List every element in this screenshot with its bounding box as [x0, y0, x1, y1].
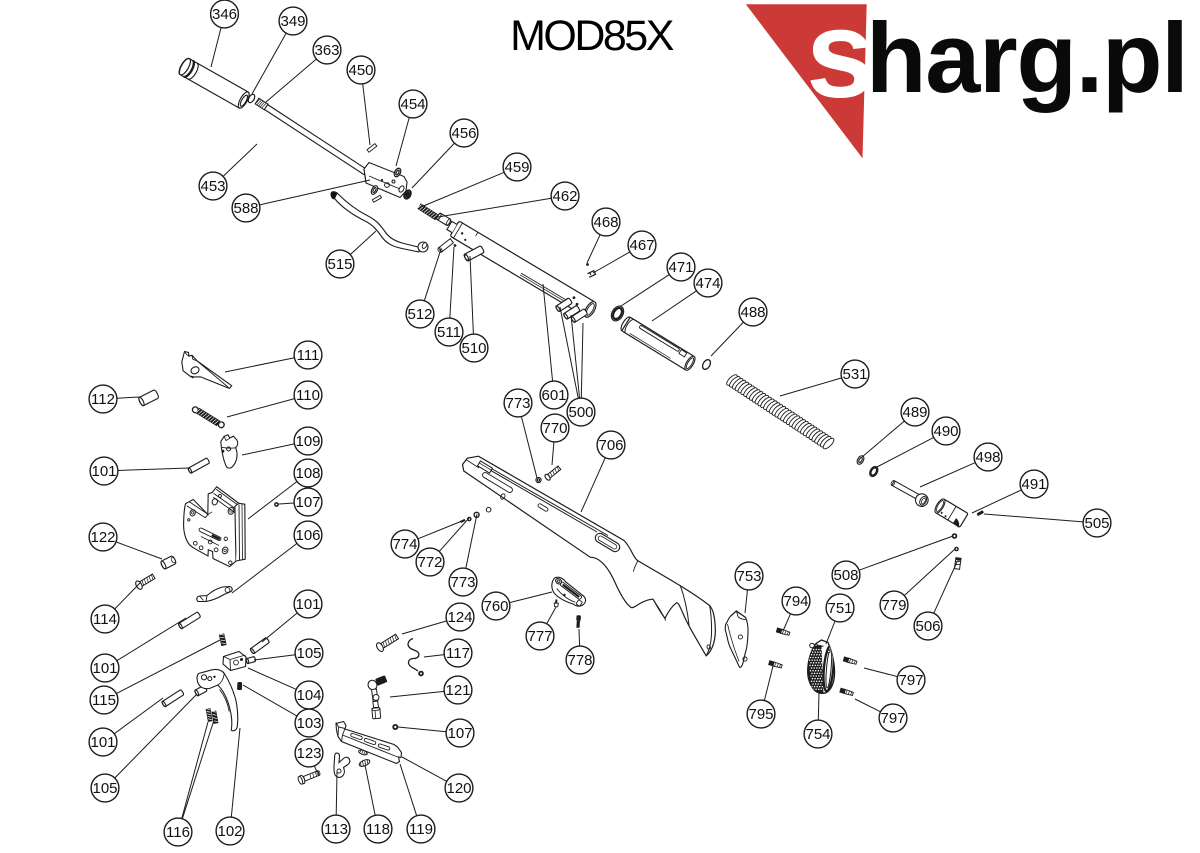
svg-text:119: 119 [409, 821, 433, 838]
svg-text:104: 104 [296, 687, 321, 704]
svg-text:459: 459 [504, 159, 529, 176]
svg-text:101: 101 [92, 660, 117, 677]
svg-text:588: 588 [233, 200, 258, 217]
svg-text:795: 795 [748, 706, 773, 723]
svg-text:109: 109 [295, 433, 320, 450]
svg-text:506: 506 [915, 618, 940, 635]
svg-text:harg.pl: harg.pl [866, 2, 1188, 113]
svg-text:120: 120 [446, 780, 471, 797]
svg-text:106: 106 [295, 527, 320, 544]
svg-text:103: 103 [296, 715, 321, 732]
svg-text:774: 774 [392, 536, 417, 553]
svg-text:105: 105 [296, 645, 321, 662]
svg-text:515: 515 [327, 256, 352, 273]
svg-text:349: 349 [280, 13, 305, 30]
svg-text:777: 777 [527, 628, 552, 645]
svg-text:500: 500 [568, 404, 593, 421]
svg-text:111: 111 [297, 347, 320, 364]
svg-text:797: 797 [898, 672, 923, 689]
svg-text:706: 706 [598, 437, 623, 454]
svg-text:471: 471 [668, 259, 693, 276]
svg-text:770: 770 [542, 420, 567, 437]
svg-text:462: 462 [552, 188, 577, 205]
svg-text:s: s [806, 0, 875, 124]
svg-text:101: 101 [295, 596, 320, 613]
svg-text:510: 510 [461, 340, 486, 357]
svg-text:110: 110 [296, 387, 320, 404]
svg-text:454: 454 [400, 96, 425, 113]
svg-text:488: 488 [740, 304, 765, 321]
svg-text:114: 114 [93, 611, 117, 628]
svg-text:797: 797 [880, 710, 905, 727]
svg-text:754: 754 [805, 726, 830, 743]
svg-text:115: 115 [92, 692, 116, 709]
svg-text:101: 101 [90, 734, 115, 751]
svg-text:450: 450 [348, 62, 373, 79]
svg-text:121: 121 [445, 682, 470, 699]
svg-text:498: 498 [975, 449, 1000, 466]
svg-text:505: 505 [1084, 515, 1109, 532]
svg-text:105: 105 [92, 780, 117, 797]
svg-text:123: 123 [296, 745, 321, 762]
svg-text:118: 118 [366, 821, 390, 838]
svg-text:753: 753 [736, 568, 761, 585]
svg-text:751: 751 [827, 600, 852, 617]
svg-text:531: 531 [842, 366, 867, 383]
svg-text:107: 107 [447, 725, 472, 742]
svg-text:107: 107 [295, 494, 320, 511]
svg-text:453: 453 [200, 178, 225, 195]
svg-text:101: 101 [91, 463, 116, 480]
svg-text:363: 363 [314, 42, 339, 59]
svg-text:773: 773 [450, 574, 475, 591]
svg-text:778: 778 [567, 652, 592, 669]
svg-text:779: 779 [881, 597, 906, 614]
svg-text:116: 116 [166, 824, 190, 841]
svg-text:794: 794 [783, 593, 808, 610]
svg-text:467: 467 [629, 237, 654, 254]
svg-text:122: 122 [90, 529, 115, 546]
svg-text:346: 346 [212, 6, 237, 23]
svg-text:MOD85X: MOD85X [510, 12, 674, 60]
svg-text:490: 490 [933, 423, 958, 440]
svg-text:512: 512 [407, 306, 432, 323]
svg-text:474: 474 [695, 275, 720, 292]
svg-text:124: 124 [447, 609, 472, 626]
svg-text:511: 511 [437, 324, 461, 341]
svg-text:773: 773 [505, 395, 530, 412]
svg-text:760: 760 [483, 598, 508, 615]
svg-text:108: 108 [295, 465, 320, 482]
svg-text:113: 113 [324, 821, 348, 838]
svg-text:489: 489 [902, 404, 927, 421]
svg-text:772: 772 [417, 554, 442, 571]
svg-text:112: 112 [91, 391, 115, 408]
svg-text:456: 456 [451, 125, 476, 142]
svg-text:601: 601 [541, 387, 566, 404]
svg-text:102: 102 [217, 823, 242, 840]
svg-text:468: 468 [593, 214, 618, 231]
svg-text:491: 491 [1021, 476, 1046, 493]
svg-text:508: 508 [833, 567, 858, 584]
svg-text:117: 117 [446, 645, 470, 662]
